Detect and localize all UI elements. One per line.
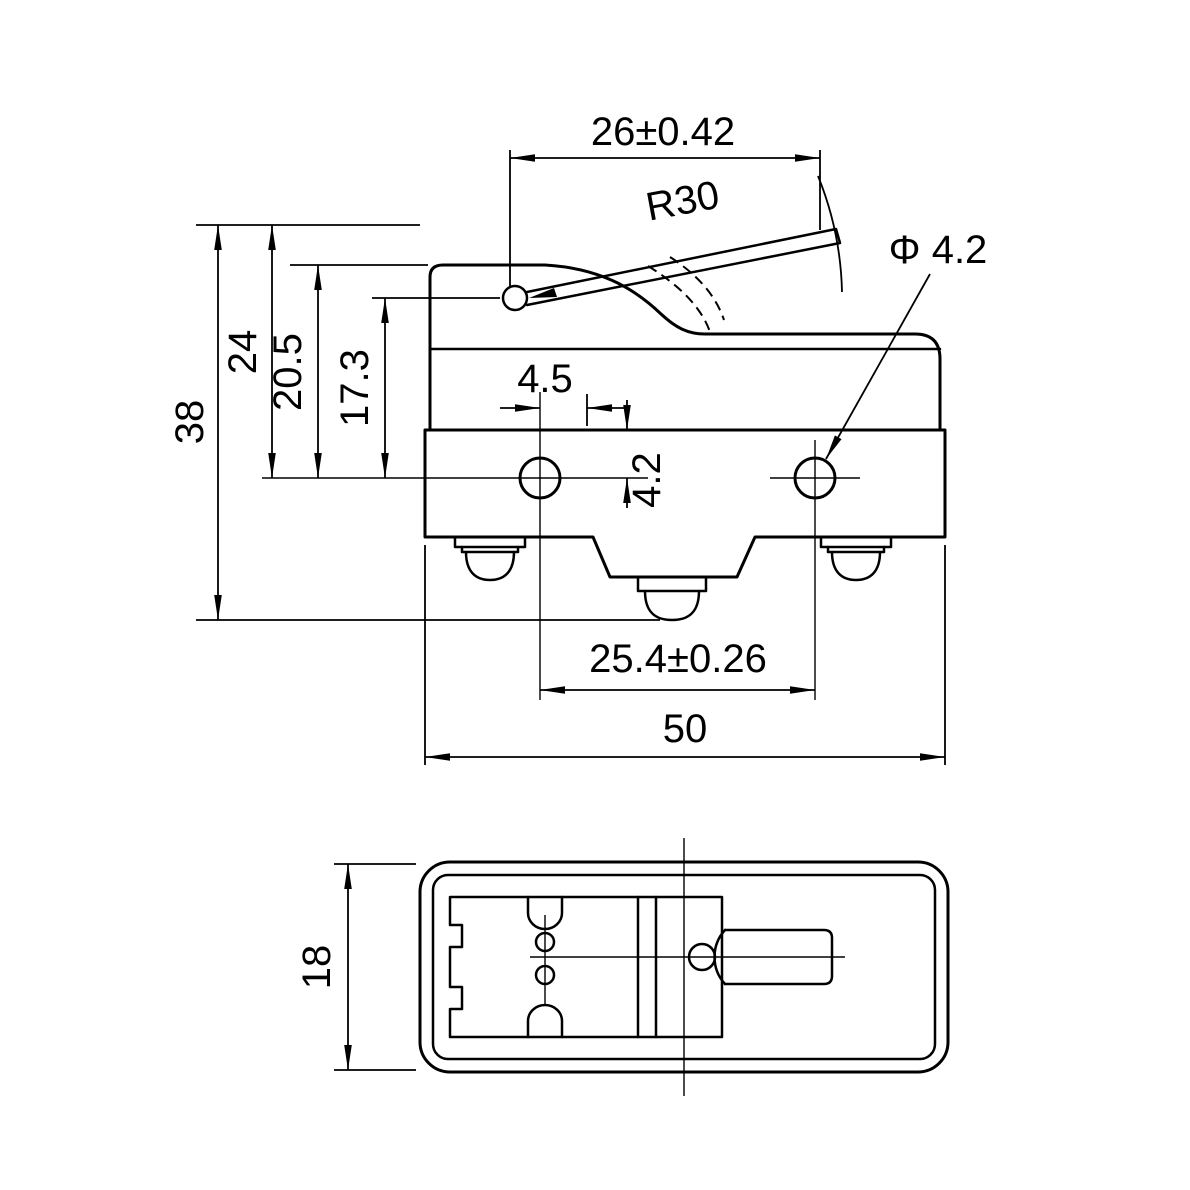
screw-flange xyxy=(453,535,527,549)
bottom-view: 18 xyxy=(295,838,950,1096)
dim-body-depth-label: 18 xyxy=(295,945,339,990)
lever-pocket-arc xyxy=(713,928,727,986)
dim-total-height: 38 xyxy=(168,225,222,620)
dim-17-3-label: 17.3 xyxy=(333,349,377,427)
terminal-block xyxy=(448,895,724,1039)
dim-total-height-label: 38 xyxy=(168,400,212,445)
screw-dome xyxy=(830,550,882,582)
switch-lower-body xyxy=(423,428,947,579)
dim-hole-dia-label: Φ 4.2 xyxy=(889,228,988,272)
lever-leader-arrowhead xyxy=(529,288,557,298)
dim-4-5: 4.5 xyxy=(500,357,630,426)
ext-line xyxy=(424,545,946,765)
dim-4-2-label: 4.2 xyxy=(625,452,669,508)
lever-travel-arc-1 xyxy=(647,265,711,333)
front-view xyxy=(262,175,947,700)
lever-swing-arc xyxy=(817,175,843,293)
dim-4-2: 4.2 xyxy=(623,400,669,508)
terminal-screw-hole-2 xyxy=(534,964,556,986)
dim-17-3: 17.3 xyxy=(333,298,389,478)
terminal-screw-left xyxy=(453,535,527,582)
screw-dome xyxy=(464,550,516,582)
dim-mount-pitch-label: 25.4±0.26 xyxy=(589,637,767,681)
lever-arm-top xyxy=(723,928,834,986)
dim-lever-span: 26±0.42 xyxy=(509,110,821,288)
ext-line xyxy=(334,863,416,1071)
dim-hole-dia: Φ 4.2 xyxy=(825,228,988,460)
pivot-hole xyxy=(501,284,529,312)
dim-4-5-label: 4.5 xyxy=(517,357,573,401)
plunger-dome xyxy=(643,589,701,622)
contact-clip-bottom xyxy=(526,1003,564,1039)
terminal-screw-hole-1 xyxy=(534,931,556,953)
dim-lever-span-label: 26±0.42 xyxy=(591,110,735,154)
lever-travel-arc-2 xyxy=(669,256,725,321)
screw-collar xyxy=(826,545,886,554)
hinge-lever xyxy=(525,227,842,307)
dim-body-depth: 18 xyxy=(295,863,416,1071)
leader-line xyxy=(825,273,931,460)
ext-line xyxy=(509,150,821,288)
screw-flange xyxy=(819,535,893,549)
dim-20-5: 20.5 xyxy=(266,265,322,478)
switch-upper-body xyxy=(428,263,942,432)
dim-mount-pitch: 25.4±0.26 xyxy=(540,637,815,694)
terminal-screw-right xyxy=(819,535,893,582)
front-view-dimensions: 26±0.42 R30 Φ 4.2 38 24 20.5 xyxy=(168,110,987,765)
plunger-channel xyxy=(636,895,658,1039)
dim-total-width: 50 xyxy=(424,545,946,765)
dim-20-5-label: 20.5 xyxy=(266,333,310,411)
center-plunger xyxy=(636,576,708,622)
contact-clip-top xyxy=(526,895,564,931)
dim-lever-radius-label: R30 xyxy=(643,173,723,230)
dim-24: 24 xyxy=(221,225,276,478)
plunger-flange xyxy=(636,576,708,593)
screw-collar xyxy=(460,545,520,554)
dim-24-label: 24 xyxy=(221,330,265,375)
dim-total-width-label: 50 xyxy=(663,707,708,751)
